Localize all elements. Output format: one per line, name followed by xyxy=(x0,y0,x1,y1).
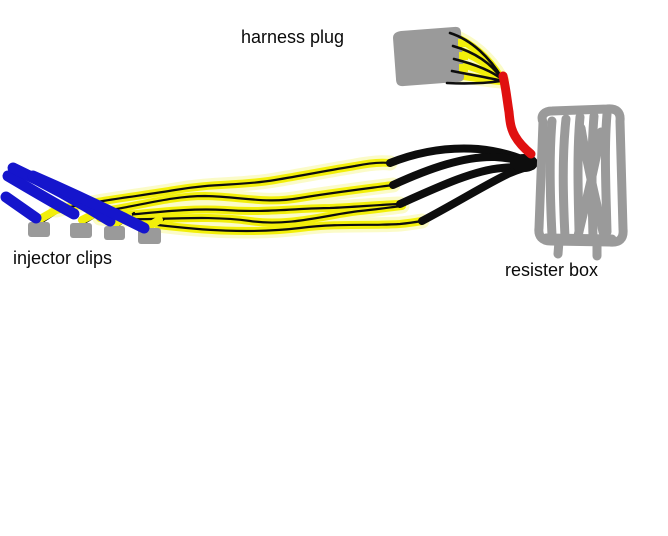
injector-clip-2 xyxy=(70,223,92,238)
plug-body xyxy=(393,26,465,87)
injector-clip-1 xyxy=(28,222,50,237)
black-wire-bundle xyxy=(386,144,538,225)
resister-box-label: resister box xyxy=(505,260,598,280)
plug-pin-stubs xyxy=(458,39,468,72)
injector-clip-3 xyxy=(104,226,125,240)
yellow-wire-bundle xyxy=(48,155,430,239)
injector-clips xyxy=(0,162,166,244)
blue-injector-wires xyxy=(0,162,150,234)
blue-wire-1 xyxy=(0,191,42,224)
harness-plug xyxy=(393,26,536,159)
blue-wire-4 xyxy=(27,170,150,234)
red-link-wire xyxy=(498,71,536,159)
resister-box xyxy=(534,104,628,261)
yellow-wire-line-layer xyxy=(54,161,424,233)
harness-plug-label: harness plug xyxy=(241,27,344,47)
blue-wire-2 xyxy=(2,170,80,220)
injector-clips-label: injector clips xyxy=(13,248,112,268)
black-wire-junction xyxy=(510,154,538,172)
